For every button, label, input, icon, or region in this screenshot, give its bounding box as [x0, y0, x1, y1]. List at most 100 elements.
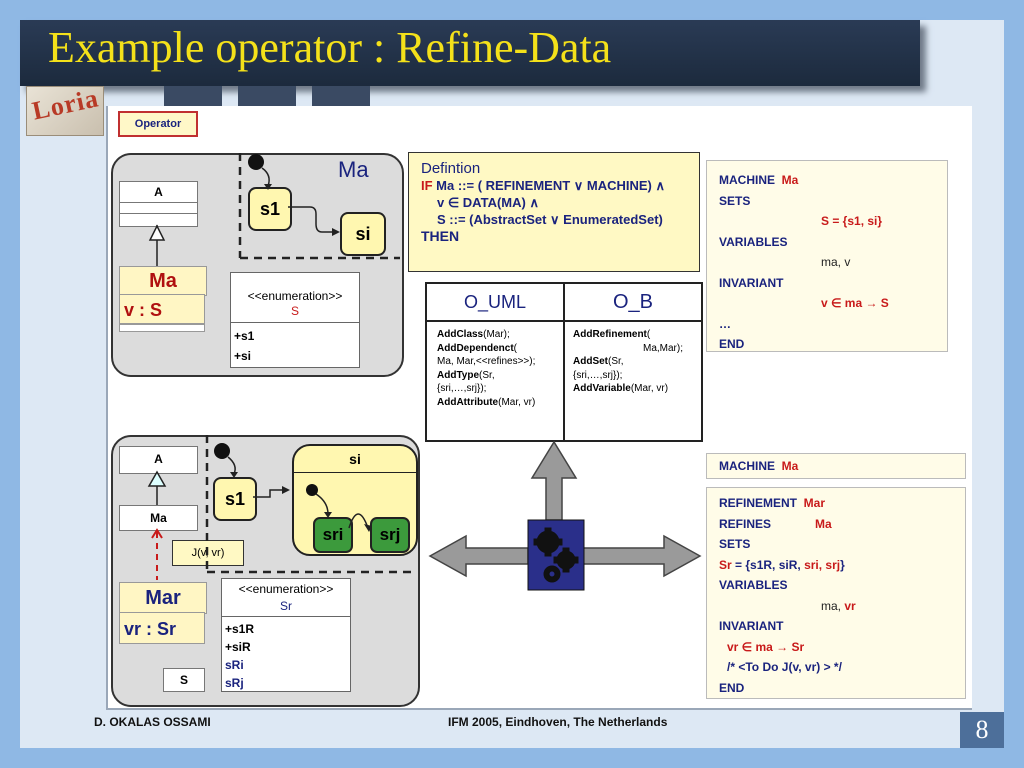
- end-kw: END: [719, 680, 745, 695]
- variables-old: ma,: [821, 598, 845, 613]
- refinement-kw: REFINEMENT: [719, 496, 797, 510]
- operation-name: AddClass: [437, 329, 484, 340]
- operation-args: {sri,…,srj});: [437, 383, 487, 394]
- transition-arrow: [261, 167, 270, 187]
- operation-args: {sri,…,srj});: [573, 369, 623, 381]
- variables-kw: VARIABLES: [719, 234, 788, 249]
- operation-row: Ma, Mar,<<refines>>);: [437, 355, 535, 369]
- refines-kw: REFINES: [719, 516, 772, 531]
- class-a-name: A: [120, 182, 197, 203]
- definition-note: Defintion IF Ma ::= ( REFINEMENT ∨ MACHI…: [408, 152, 700, 272]
- enum-item: +siR: [225, 640, 251, 654]
- transition-arrow: [227, 456, 236, 475]
- invariant-kw: INVARIANT: [719, 275, 784, 290]
- operator-label: Operator: [118, 111, 198, 137]
- state-srj: srj: [370, 517, 410, 553]
- operation-row: AddClass(Mar);: [437, 328, 535, 342]
- slide-number: 8: [960, 712, 1004, 748]
- enum-item-new: sRj: [225, 676, 244, 690]
- comment-line: /* <To Do J(v, vr) > */: [727, 660, 842, 674]
- definition-then: THEN: [421, 228, 460, 244]
- machine-name: Ma: [781, 173, 799, 187]
- enum-name: Sr: [280, 599, 292, 613]
- invariant-line: vr ∈ ma → Sr: [727, 639, 805, 654]
- operation-name: AddType: [437, 369, 480, 381]
- sets-rest: = {s1R, siR,: [735, 557, 805, 572]
- sets-kw: SETS: [719, 193, 751, 208]
- operation-name: AddAttribute: [437, 396, 499, 408]
- enum-s-box: <<enumeration>> S +s1 +si: [230, 272, 360, 368]
- footer-conference: IFM 2005, Eindhoven, The Netherlands: [448, 715, 668, 729]
- machine-kw: MACHINE: [719, 173, 775, 187]
- operation-args: (: [513, 342, 518, 354]
- transition-arrowhead: [264, 184, 272, 190]
- b-machine-ma: MACHINE Ma SETS S = {s1, si} VARIABLES m…: [706, 160, 948, 352]
- refines-name: Ma: [815, 516, 832, 531]
- state-s1: s1: [248, 187, 292, 231]
- definition-heading: Defintion: [421, 160, 481, 177]
- definition-line2: v ∈ DATA(MA) ∧: [437, 195, 539, 210]
- initial-state-dot: [306, 484, 318, 496]
- operation-args: (: [646, 329, 651, 340]
- title-shadow-block: [238, 86, 296, 106]
- slide-frame-left: [0, 0, 20, 768]
- enum-name: S: [290, 304, 299, 318]
- operation-args: Ma,Mar);: [643, 342, 683, 354]
- definition-line1: Ma ::= ( REFINEMENT ∨ MACHINE) ∧: [432, 178, 666, 193]
- class-mar-name: Mar: [119, 582, 207, 614]
- state-si: si: [340, 212, 386, 256]
- enum-item: +si: [234, 349, 252, 363]
- sets-new: sri, srj: [804, 557, 841, 572]
- variables-kw: VARIABLES: [719, 578, 788, 592]
- variables-new: vr: [844, 598, 856, 613]
- transition-arrowhead: [324, 512, 332, 518]
- machine-label-ma: Ma: [338, 157, 369, 182]
- operation-name: AddSet: [573, 356, 608, 367]
- class-mar-attribute: vr : Sr: [119, 612, 205, 644]
- transition-arrowhead: [332, 228, 340, 236]
- transition-arrowhead: [282, 486, 290, 494]
- operation-row: AddSet(Sr,: [573, 355, 683, 369]
- definition-line3: S ::= (AbstractSet ∨ EnumeratedSet): [437, 212, 663, 227]
- operation-row: AddAttribute(Mar, vr): [437, 396, 535, 410]
- ops-divider: [563, 320, 565, 440]
- initial-state-dot: [248, 154, 264, 170]
- initial-state-dot: [214, 443, 230, 459]
- class-ma-attribute: v : S: [119, 294, 205, 324]
- ellipsis: …: [719, 316, 731, 331]
- ops-header-uml: O_UML: [427, 284, 565, 322]
- transition-arrowhead: [364, 524, 372, 532]
- composite-state-label: si: [294, 446, 416, 473]
- enum-item-new: sRi: [225, 658, 244, 672]
- slide-title: Example operator : Refine-Data: [48, 23, 612, 72]
- b-machine-ma-small: MACHINE Ma: [706, 453, 966, 479]
- b-ops-list: AddRefinement(Ma,Mar);AddSet(Sr,{sri,…,s…: [573, 328, 683, 396]
- operation-row: AddRefinement(: [573, 328, 683, 342]
- operation-row: Ma,Mar);: [573, 342, 683, 356]
- operation-row: AddType(Sr,: [437, 369, 535, 383]
- title-shadow-block: [312, 86, 370, 106]
- operation-row: AddDependenct(: [437, 342, 535, 356]
- machine-name: Ma: [781, 459, 799, 473]
- operations-table: O_UML O_B AddClass(Mar);AddDependenct(Ma…: [425, 282, 703, 442]
- refinement-name: Mar: [803, 496, 826, 510]
- operation-name: AddVariable: [573, 383, 631, 394]
- sets-kw: SETS: [719, 537, 751, 551]
- slide-frame-right: [1004, 0, 1024, 768]
- sets-name: Sr: [719, 557, 732, 572]
- right-arrow: [581, 534, 702, 578]
- transition-arrow: [315, 493, 329, 515]
- operation-args: (Mar);: [483, 329, 510, 340]
- enum-sr-box: <<enumeration>> Sr +s1R +siR sRi sRj: [221, 578, 351, 692]
- title-shadow-block: [164, 86, 222, 106]
- footer-author: D. OKALAS OSSAMI: [94, 715, 211, 729]
- sets-close: }: [840, 557, 845, 572]
- operation-args: (Sr,: [608, 356, 624, 367]
- inheritance-arrowhead: [147, 470, 167, 487]
- inheritance-arrowhead: [148, 224, 166, 241]
- sets-line: S = {s1, si}: [821, 214, 883, 228]
- state-s1-bottom: s1: [213, 477, 257, 521]
- enum-stereotype: <<enumeration>>: [247, 289, 343, 303]
- transition-arrow: [348, 513, 369, 529]
- transition-arrow: [288, 206, 338, 233]
